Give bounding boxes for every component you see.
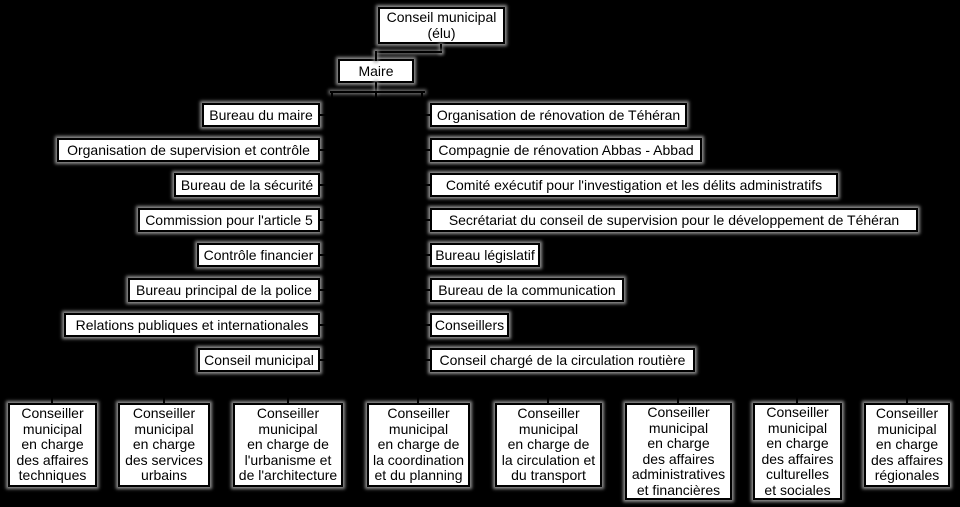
- org-box-conseil-municipal-elu: Conseil municipal (élu): [378, 7, 505, 44]
- org-box-conseiller-affaires-culturelles-sociales: Conseiller municipal en charge des affai…: [753, 403, 842, 500]
- org-box-compagnie-renovation-abbas-abbad: Compagnie de rénovation Abbas - Abbad: [430, 138, 702, 162]
- org-box-bureau-du-maire: Bureau du maire: [202, 103, 320, 127]
- connector-stub-left-7: [318, 324, 333, 326]
- org-box-conseiller-coordination-planning: Conseiller municipal en charge de la coo…: [367, 403, 470, 487]
- connector-maire-stem-bottom: [375, 82, 377, 93]
- connector-main-trunk: [330, 91, 425, 93]
- org-box-secretariat-conseil-supervision: Secrétariat du conseil de supervision po…: [430, 208, 918, 232]
- connector-stub-left-8: [318, 359, 333, 361]
- connector-stub-right-1: [421, 114, 432, 116]
- connector-maire-stem-top: [375, 51, 377, 61]
- connector-stub-right-2: [421, 149, 432, 151]
- org-box-organisation-renovation-teheran: Organisation de rénovation de Téhéran: [430, 103, 687, 127]
- connector-stub-right-6: [421, 289, 432, 291]
- connector-center-stem: [375, 92, 377, 391]
- org-box-conseiller-affaires-administratives-financieres: Conseiller municipal en charge des affai…: [625, 403, 732, 500]
- connector-stub-right-4: [421, 219, 432, 221]
- org-box-conseillers: Conseillers: [430, 313, 509, 337]
- org-box-commission-article-5: Commission pour l'article 5: [138, 208, 320, 232]
- org-box-conseiller-circulation-transport: Conseiller municipal en charge de la cir…: [495, 403, 602, 487]
- connector-stub-bottom-5: [547, 390, 549, 405]
- org-box-maire: Maire: [338, 59, 414, 83]
- org-box-controle-financier: Contrôle financier: [197, 243, 320, 267]
- connector-stub-bottom-6: [677, 390, 679, 405]
- connector-stub-left-3: [318, 184, 333, 186]
- org-box-bureau-legislatif: Bureau législatif: [430, 243, 540, 267]
- org-box-conseil-municipal: Conseil municipal: [198, 348, 320, 372]
- connector-stub-bottom-3: [287, 390, 289, 405]
- org-box-conseil-circulation-routiere: Conseil chargé de la circulation routièr…: [430, 348, 695, 372]
- connector-stub-left-5: [318, 254, 333, 256]
- connector-stub-bottom-1: [51, 390, 53, 405]
- connector-stub-left-2: [318, 149, 333, 151]
- connector-stub-left-4: [318, 219, 333, 221]
- connector-stub-bottom-4: [417, 390, 419, 405]
- connector-stub-left-6: [318, 289, 333, 291]
- connector-stub-left-1: [318, 114, 333, 116]
- org-box-conseiller-services-urbains: Conseiller municipal en charge des servi…: [118, 403, 210, 487]
- connector-left-trunk: [331, 91, 333, 362]
- org-box-comite-executif-investigation-delits: Comité exécutif pour l'investigation et …: [430, 173, 838, 197]
- connector-stub-right-3: [421, 184, 432, 186]
- connector-stub-bottom-8: [906, 390, 908, 405]
- connector-stub-bottom-7: [796, 390, 798, 405]
- org-box-conseiller-urbanisme-architecture: Conseiller municipal en charge de l'urba…: [233, 403, 343, 487]
- connector-stub-right-8: [421, 359, 432, 361]
- org-box-conseiller-affaires-techniques: Conseiller municipal en charge des affai…: [8, 403, 97, 487]
- org-box-conseiller-affaires-regionales: Conseiller municipal en charge des affai…: [864, 403, 950, 487]
- connector-stub-bottom-2: [163, 390, 165, 405]
- connector-bottom-trunk: [52, 390, 909, 392]
- org-box-bureau-principal-police: Bureau principal de la police: [128, 278, 320, 302]
- org-box-organisation-supervision-controle: Organisation de supervision et contrôle: [57, 138, 320, 162]
- org-box-bureau-de-la-securite: Bureau de la sécurité: [174, 173, 320, 197]
- org-box-bureau-communication: Bureau de la communication: [430, 278, 624, 302]
- connector-stub-right-5: [421, 254, 432, 256]
- connector-root-stem: [440, 44, 442, 53]
- connector-stub-right-7: [421, 324, 432, 326]
- org-box-relations-publiques-internationales: Relations publiques et internationales: [64, 313, 320, 337]
- connector-right-trunk: [421, 91, 423, 362]
- connector-root-elbow: [375, 51, 442, 53]
